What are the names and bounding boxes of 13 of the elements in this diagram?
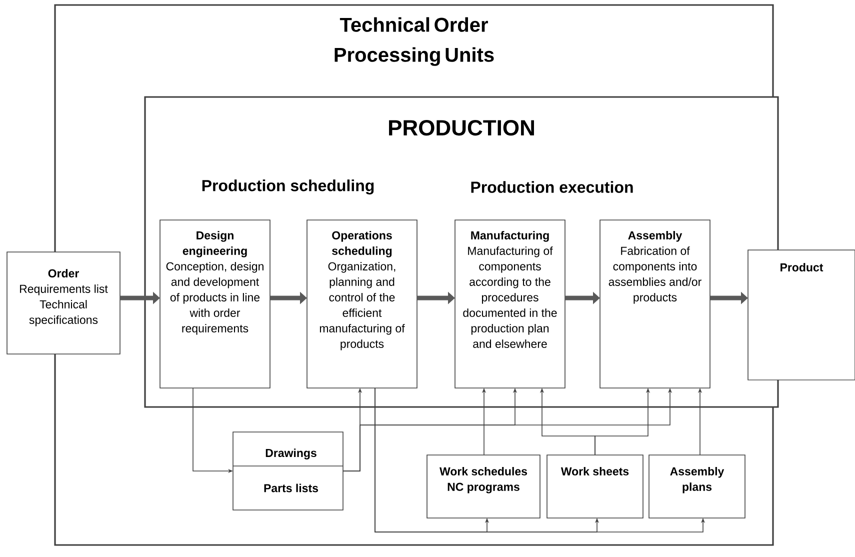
input-box: Order Requirements list Technical specifications (6, 252, 120, 354)
process-box: Design engineering Conception, design and development of products in line with order requirements (160, 220, 270, 388)
document-box: Drawings Parts lists (232, 432, 344, 510)
title: Technical Order Processing Units (334, 17, 494, 66)
process-box: Manufacturing Manufacturing of components according to the procedures documented in the production plan and elsewhere (454, 220, 566, 388)
section-heading: Production scheduling (202, 180, 374, 194)
document-box: Assembly plans (648, 454, 746, 518)
process-box: Assembly Fabrication of components into assemblies and/or products (600, 220, 710, 388)
document-box: Work schedules NC programs (426, 454, 540, 518)
process-box: Operations scheduling Organization, planning and control of the efficient manufacturing of products (306, 220, 418, 388)
output-box: Product (748, 250, 855, 380)
section-heading: Production execution (471, 181, 633, 193)
document-box: Work sheets (546, 454, 644, 518)
